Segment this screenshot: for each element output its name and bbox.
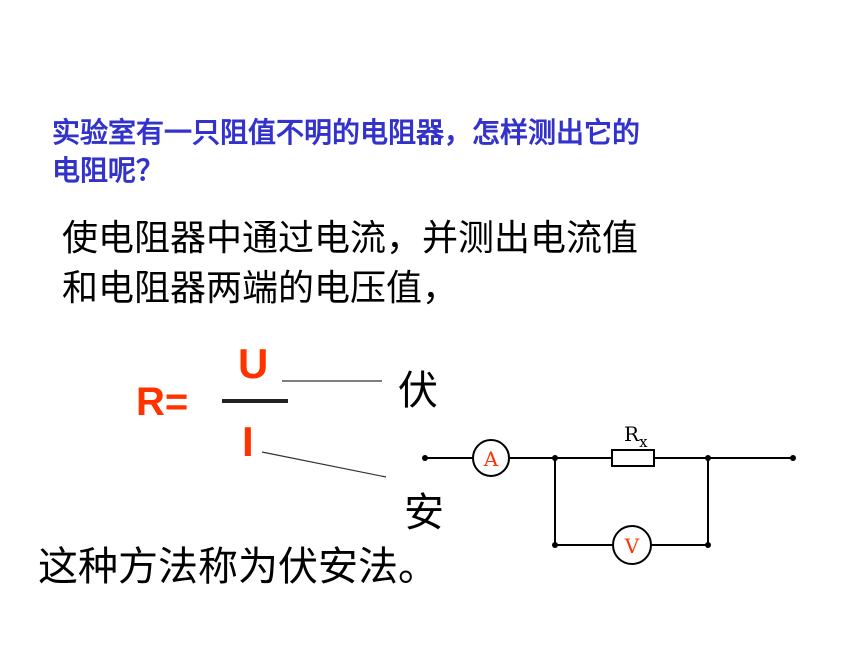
terminal-right [790,455,796,461]
ammeter-label: A [483,447,499,471]
resistor-symbol [611,449,655,467]
resistor-label: Rx [624,422,648,451]
formula-numerator: U [238,340,269,387]
explanation-line-2: 和电阻器两端的电压值， [62,268,459,309]
numerator-unit-label: 伏 [398,368,438,414]
ammeter-symbol [472,439,510,477]
circuit-diagram [425,457,793,546]
resistor-label-subscript: x [639,433,648,451]
junction-bottom-left [552,542,558,548]
formula-denominator: I [242,418,254,465]
denominator-unit-label: 安 [404,490,444,536]
fraction-bar [222,399,288,403]
junction-right [705,455,711,461]
explanation-line-1: 使电阻器中通过电流，并测出电流值 [62,218,639,259]
resistor-label-main: R [624,422,640,446]
denominator-leader-line [261,451,387,478]
question-text: 实验室有一只阻值不明的电阻器，怎样测出它的 电阻呢？ [52,114,772,190]
explanation-text: 使电阻器中通过电流，并测出电流值 和电阻器两端的电压值， [62,214,638,314]
voltmeter-label: V [624,534,640,558]
terminal-left [422,455,428,461]
question-line-1: 实验室有一只阻值不明的电阻器，怎样测出它的 [52,116,641,149]
formula-lhs: R= [136,380,189,424]
junction-left [552,455,558,461]
voltmeter-symbol [612,525,652,565]
conclusion-text: 这种方法称为伏安法。 [38,544,438,590]
question-line-2: 电阻呢？ [52,154,165,187]
junction-bottom-right [705,542,711,548]
